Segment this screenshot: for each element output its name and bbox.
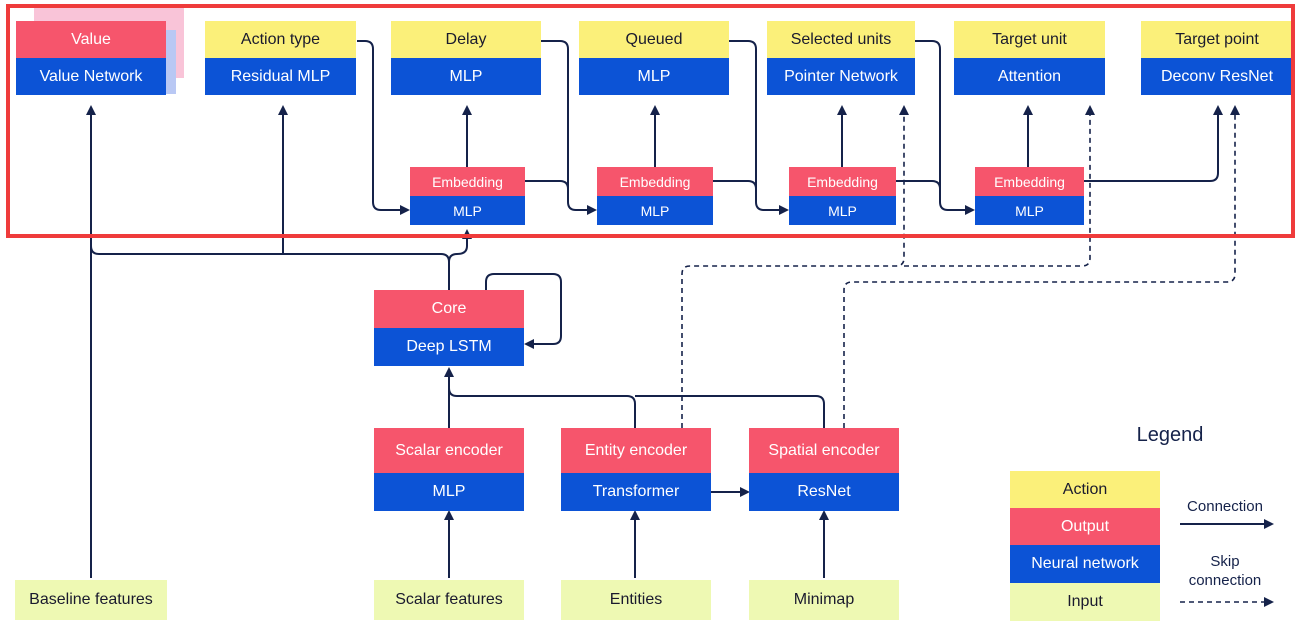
connection-entity-encoder-to-core bbox=[448, 387, 636, 428]
delay-network: MLP bbox=[391, 58, 541, 95]
embedding-2-network: MLP bbox=[597, 196, 713, 225]
highlight-box bbox=[6, 4, 1295, 238]
connection-core-to-bus bbox=[90, 245, 450, 290]
spatial-encoder-network: ResNet bbox=[749, 473, 899, 511]
skip-spatial-to-target-point bbox=[843, 105, 1240, 428]
connection-embedding-3-to-embedding-4 bbox=[896, 180, 941, 190]
embedding-3-output: Embedding bbox=[789, 167, 896, 196]
connection-spatial-encoder-to-core bbox=[635, 395, 825, 428]
target-point-label: Target point bbox=[1141, 21, 1293, 58]
queued-network: MLP bbox=[579, 58, 729, 95]
connection-embedding-2-to-embedding-3 bbox=[713, 180, 757, 190]
core-network: Deep LSTM bbox=[374, 328, 524, 366]
value-output: Value bbox=[16, 21, 166, 58]
connection-queued-to-embedding-3 bbox=[729, 40, 789, 215]
embedding-4-output: Embedding bbox=[975, 167, 1084, 196]
target-unit-network: Attention bbox=[954, 58, 1105, 95]
connection-core-recurrence bbox=[485, 273, 562, 349]
selected-units-network: Pointer Network bbox=[767, 58, 915, 95]
entities-input: Entities bbox=[561, 580, 711, 620]
selected-units-label: Selected units bbox=[767, 21, 915, 58]
legend-output: Output bbox=[1010, 508, 1160, 545]
connection-embedding-4-to-target-point bbox=[1084, 105, 1223, 182]
baseline-features-input: Baseline features bbox=[15, 580, 167, 620]
embedding-3-network: MLP bbox=[789, 196, 896, 225]
skip-entity-to-target-unit bbox=[904, 105, 1095, 267]
scalar-encoder-network: MLP bbox=[374, 473, 524, 511]
embedding-4-network: MLP bbox=[975, 196, 1084, 225]
delay-label: Delay bbox=[391, 21, 541, 58]
target-point-network: Deconv ResNet bbox=[1141, 58, 1293, 95]
connection-bus-to-embedding-1 bbox=[448, 229, 472, 263]
action-type-network: Residual MLP bbox=[205, 58, 356, 95]
legend-title: Legend bbox=[1136, 424, 1204, 446]
legend-input: Input bbox=[1010, 583, 1160, 621]
embedding-2-output: Embedding bbox=[597, 167, 713, 196]
entity-encoder-output: Entity encoder bbox=[561, 428, 711, 473]
scalar-features-input: Scalar features bbox=[374, 580, 524, 620]
legend-skip-label-line1: Skip bbox=[1210, 553, 1240, 570]
entity-encoder-network: Transformer bbox=[561, 473, 711, 511]
connection-selected-units-to-embedding-4 bbox=[915, 40, 975, 215]
embedding-1-network: MLP bbox=[410, 196, 525, 225]
legend-neural-network: Neural network bbox=[1010, 545, 1160, 583]
action-type-label: Action type bbox=[205, 21, 356, 58]
spatial-encoder-output: Spatial encoder bbox=[749, 428, 899, 473]
connection-embedding-1-to-embedding-2 bbox=[525, 180, 569, 190]
legend-skip-label-line2: connection bbox=[1188, 572, 1262, 589]
value-network: Value Network bbox=[16, 58, 166, 95]
minimap-input: Minimap bbox=[749, 580, 899, 620]
connection-delay-to-embedding-2 bbox=[541, 40, 597, 215]
skip-entity-to-selected-units bbox=[681, 105, 909, 428]
legend-action: Action bbox=[1010, 471, 1160, 508]
connection-action-type-to-embedding-1 bbox=[357, 40, 410, 215]
scalar-encoder-output: Scalar encoder bbox=[374, 428, 524, 473]
legend-connection-label: Connection bbox=[1187, 498, 1263, 515]
target-unit-label: Target unit bbox=[954, 21, 1105, 58]
queued-label: Queued bbox=[579, 21, 729, 58]
embedding-1-output: Embedding bbox=[410, 167, 525, 196]
core-output: Core bbox=[374, 290, 524, 328]
